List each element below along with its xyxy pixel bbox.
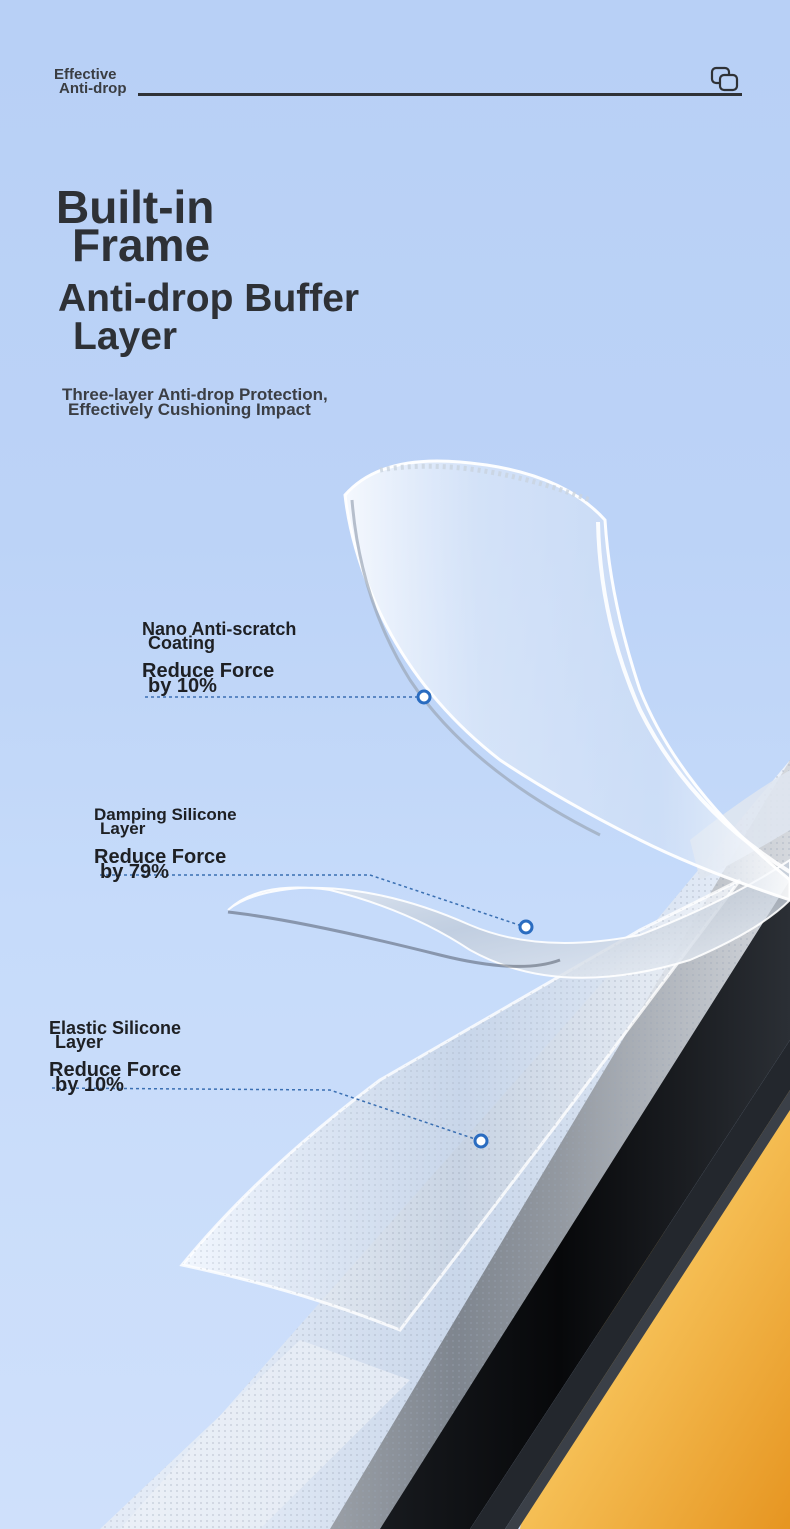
force-reduction: Reduce Force by 10% xyxy=(49,1060,181,1096)
marker-1 xyxy=(416,689,432,705)
force-line2: by 10% xyxy=(148,675,217,697)
title-line1: Built-in xyxy=(56,181,215,233)
subtitle-line1: Three-layer Anti-drop Protection, xyxy=(62,385,328,404)
header-divider xyxy=(138,93,742,96)
layer-name: Elastic Silicone Layer xyxy=(49,1018,182,1052)
callout-elastic-silicone: Elastic Silicone Layer Reduce Force by 1… xyxy=(49,1018,182,1096)
header-tag-line1: Effective xyxy=(54,66,117,83)
subtitle-line2: Effectively Cushioning Impact xyxy=(68,400,311,419)
page-title: Built-in Frame xyxy=(56,184,214,271)
force-reduction: Reduce Force by 10% xyxy=(142,661,296,697)
layer-name-line2: Layer xyxy=(55,1032,104,1052)
nano-coating-layer xyxy=(343,459,790,902)
leader-line-2 xyxy=(100,874,523,927)
force-line1: Reduce Force xyxy=(49,1059,182,1081)
layer-name: Damping Silicone Layer xyxy=(94,805,237,838)
overlapping-squares-icon xyxy=(710,66,739,92)
force-reduction: Reduce Force by 79% xyxy=(94,847,237,883)
callout-damping-silicone: Damping Silicone Layer Reduce Force by 7… xyxy=(94,805,237,883)
leader-line-3 xyxy=(51,1087,479,1141)
title-line4: Layer xyxy=(73,315,178,358)
marker-2 xyxy=(518,919,534,935)
layer-name-line1: Damping Silicone xyxy=(94,805,237,824)
force-line1: Reduce Force xyxy=(94,846,227,868)
damping-silicone-layer xyxy=(227,858,790,979)
layer-name-line2: Coating xyxy=(148,633,215,653)
layer-name-line1: Nano Anti-scratch xyxy=(142,619,297,639)
page-heading: Anti-drop Buffer Layer xyxy=(58,277,360,358)
force-line2: by 79% xyxy=(100,861,169,883)
layer-name-line1: Elastic Silicone xyxy=(49,1018,182,1038)
layer-name-line2: Layer xyxy=(100,819,146,838)
header-tag: Effective Anti-drop xyxy=(54,66,127,97)
subtitle: Three-layer Anti-drop Protection, Effect… xyxy=(62,385,328,419)
layer-name: Nano Anti-scratch Coating xyxy=(142,619,297,653)
force-line1: Reduce Force xyxy=(142,660,275,682)
force-line2: by 10% xyxy=(55,1074,124,1096)
callout-nano-coating: Nano Anti-scratch Coating Reduce Force b… xyxy=(142,619,297,697)
marker-3 xyxy=(473,1133,489,1149)
title-line2: Frame xyxy=(72,219,211,271)
title-line3: Anti-drop Buffer xyxy=(58,277,360,320)
header-tag-line2: Anti-drop xyxy=(59,80,127,97)
